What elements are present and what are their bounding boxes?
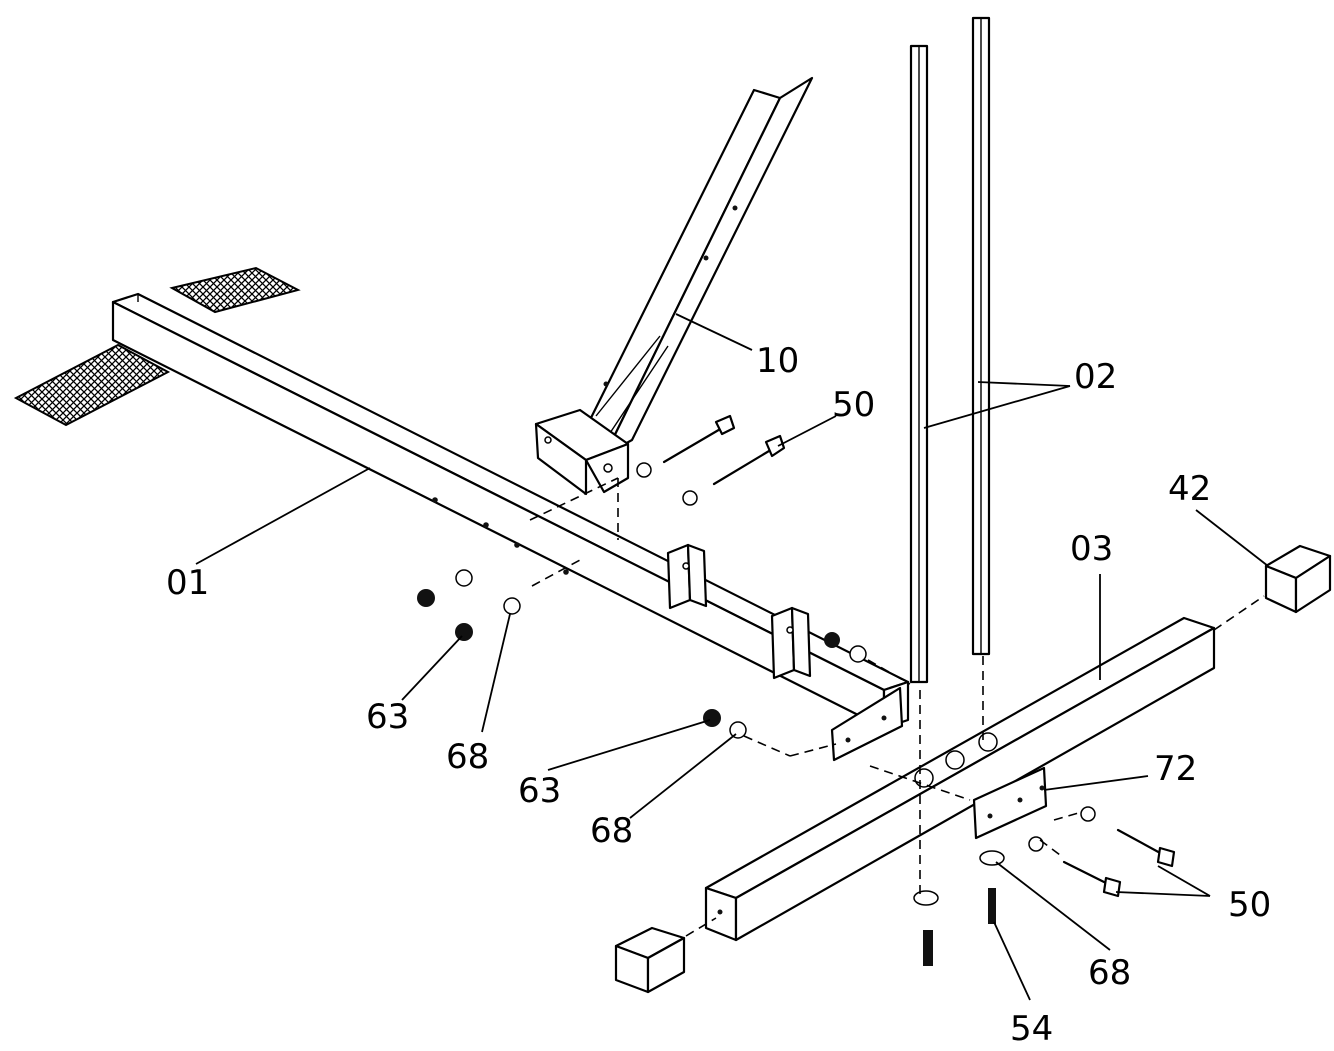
nut-63 [417, 589, 840, 727]
label-part-68-right: 68 [1088, 953, 1131, 993]
label-part-03: 03 [1070, 529, 1113, 569]
label-part-68-left: 68 [446, 737, 489, 777]
label-part-01: 01 [166, 563, 209, 603]
base-tube-03 [704, 616, 1216, 942]
bolt-54 [923, 888, 996, 966]
label-part-72: 72 [1154, 749, 1197, 789]
foot-grip-pad [13, 266, 301, 427]
label-part-02: 02 [1074, 357, 1117, 397]
assembly-guide-lines [529, 477, 1265, 937]
label-part-50-bottom: 50 [1228, 885, 1271, 925]
end-cap-42 [614, 544, 1332, 994]
leader-lines [195, 313, 1269, 1001]
label-part-63-left: 63 [366, 697, 409, 737]
plate-72 [972, 766, 1048, 840]
label-part-42: 42 [1168, 469, 1211, 509]
label-part-10: 10 [756, 341, 799, 381]
label-part-68-mid: 68 [590, 811, 633, 851]
washer-68 [455, 462, 1096, 906]
pivot-bracket [666, 543, 812, 680]
bolt-50 [662, 414, 1176, 898]
mounting-plate [830, 686, 904, 762]
label-part-54: 54 [1010, 1009, 1053, 1049]
angled-tube-10 [572, 76, 814, 457]
label-part-50-top: 50 [832, 385, 875, 425]
guide-rod-02 [909, 16, 991, 684]
label-part-63-mid: 63 [518, 771, 561, 811]
